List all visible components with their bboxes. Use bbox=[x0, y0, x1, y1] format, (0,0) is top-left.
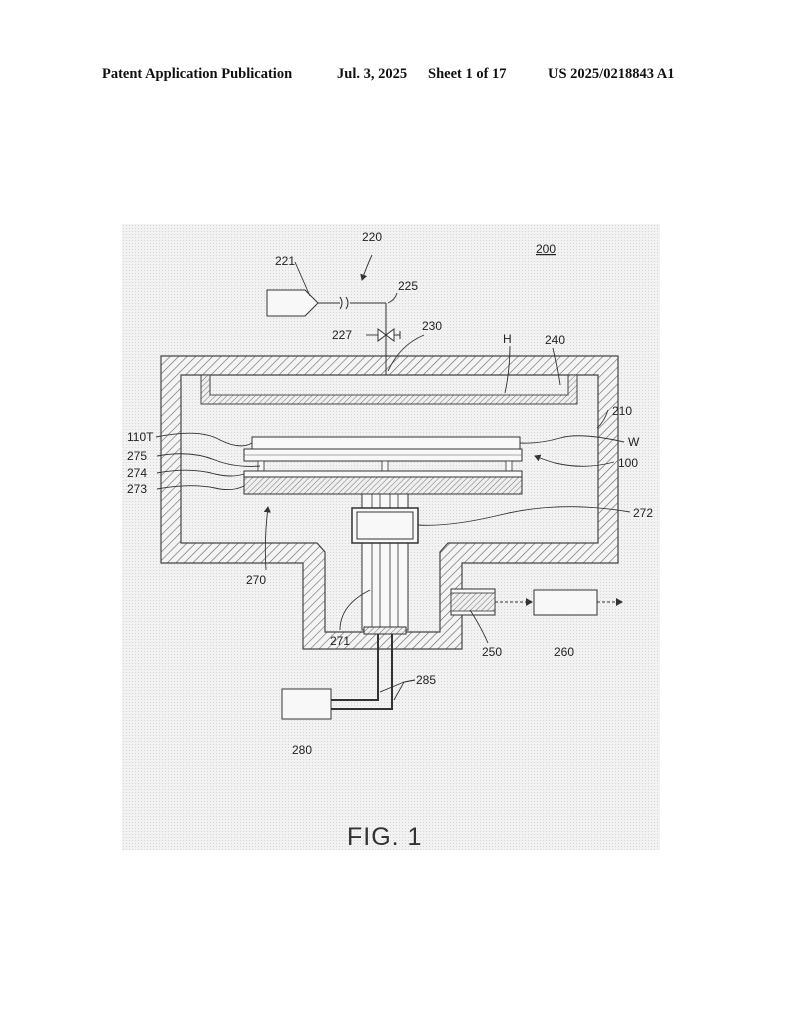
label-275: 275 bbox=[127, 449, 147, 463]
leader-lines bbox=[155, 254, 631, 701]
publication-number: US 2025/0218843 A1 bbox=[548, 66, 675, 82]
reference-labels: 200 220 221 225 227 230 H 240 210 110T W… bbox=[127, 230, 653, 757]
chamber-wall bbox=[160, 355, 619, 650]
label-270: 270 bbox=[246, 573, 266, 587]
gas-tank bbox=[266, 289, 319, 317]
exhaust-port-wall bbox=[450, 592, 496, 612]
page-header: Patent Application Publication Jul. 3, 2… bbox=[0, 66, 794, 88]
bellows-inner bbox=[356, 511, 414, 540]
shaft-foot bbox=[363, 626, 407, 635]
label-225: 225 bbox=[398, 279, 418, 293]
label-100: 100 bbox=[618, 456, 638, 470]
exhaust-pump bbox=[533, 589, 598, 616]
label-230: 230 bbox=[422, 319, 442, 333]
label-h: H bbox=[503, 332, 512, 346]
line-break-mark bbox=[339, 296, 349, 310]
label-260: 260 bbox=[554, 645, 574, 659]
showerhead bbox=[200, 374, 578, 405]
label-273: 273 bbox=[127, 482, 147, 496]
label-221: 221 bbox=[275, 254, 295, 268]
label-210: 210 bbox=[612, 404, 632, 418]
label-250: 250 bbox=[482, 645, 502, 659]
power-supply bbox=[281, 688, 332, 720]
label-271: 271 bbox=[330, 634, 350, 648]
label-280: 280 bbox=[292, 743, 312, 757]
bellows bbox=[351, 507, 419, 544]
support-pin bbox=[381, 460, 389, 472]
label-220: 220 bbox=[362, 230, 382, 244]
label-227: 227 bbox=[332, 328, 352, 342]
sheet-number: Sheet 1 of 17 bbox=[428, 66, 507, 82]
publication-type: Patent Application Publication bbox=[102, 66, 293, 82]
label-272: 272 bbox=[633, 506, 653, 520]
valve-icon bbox=[377, 328, 395, 342]
stage-layer-274 bbox=[243, 470, 523, 478]
power-line bbox=[331, 634, 393, 710]
publication-date: Jul. 3, 2025 bbox=[337, 66, 408, 82]
label-274: 274 bbox=[127, 466, 147, 480]
stage-base-273 bbox=[243, 476, 523, 495]
support-pin bbox=[505, 460, 513, 472]
power-line bbox=[331, 634, 379, 701]
label-110t: 110T bbox=[127, 430, 154, 444]
figure-caption: FIG. 1 bbox=[347, 823, 422, 851]
label-w: W bbox=[628, 435, 640, 449]
label-200: 200 bbox=[536, 242, 556, 256]
wafer bbox=[251, 436, 521, 450]
label-285: 285 bbox=[416, 673, 436, 687]
label-240: 240 bbox=[545, 333, 565, 347]
